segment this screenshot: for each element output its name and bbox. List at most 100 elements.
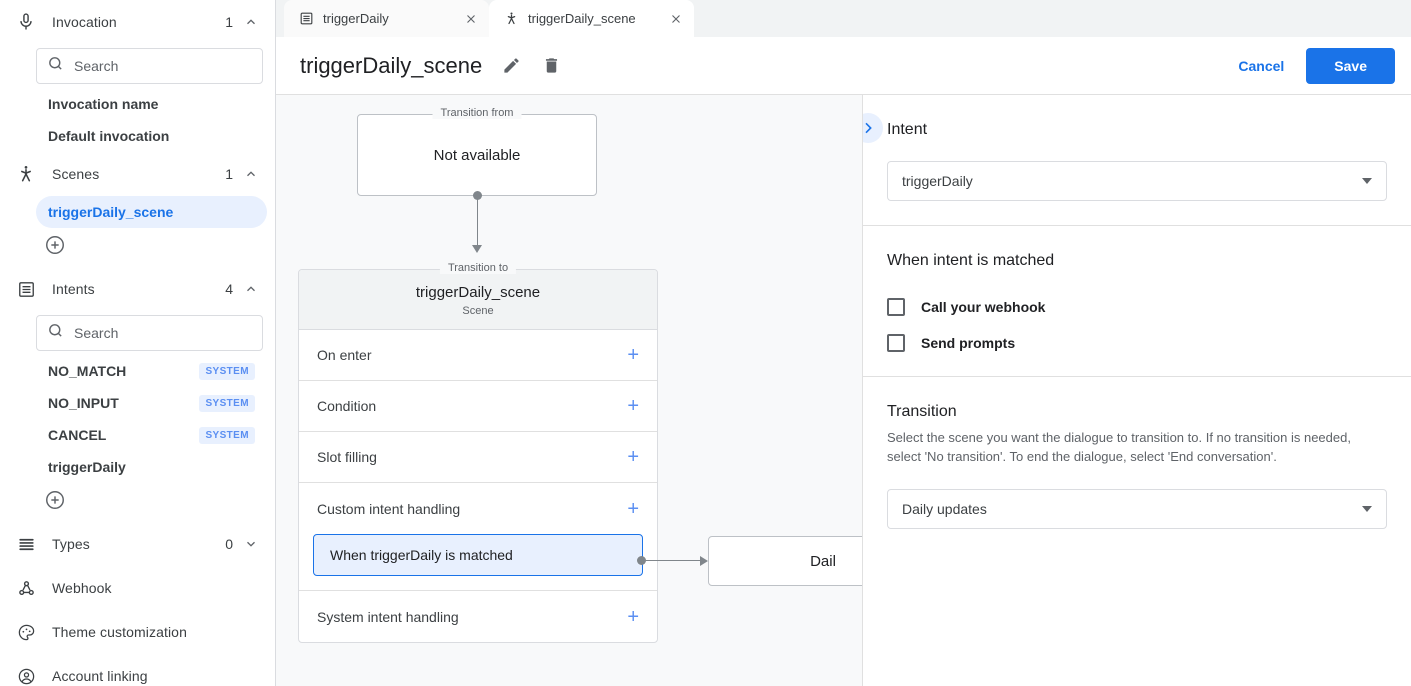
checkbox-call-your-webhook[interactable]: Call your webhook bbox=[887, 298, 1387, 316]
sidebar-group-count: 1 bbox=[225, 166, 233, 182]
page-title: triggerDaily_scene bbox=[300, 52, 483, 78]
scene-subtitle: Scene bbox=[462, 305, 494, 317]
sidebar-item-triggerdaily-scene[interactable]: triggerDaily_scene bbox=[36, 196, 267, 228]
sidebar-item-label: Webhook bbox=[52, 580, 112, 596]
scene-card-header: Transition to triggerDaily_scene Scene bbox=[299, 262, 657, 330]
transition-heading: Transition bbox=[887, 403, 957, 420]
sidebar-group-scenes[interactable]: Scenes 1 bbox=[0, 152, 275, 196]
checkbox-send-prompts[interactable]: Send prompts bbox=[887, 334, 1387, 352]
palette-icon bbox=[14, 620, 38, 644]
scene-row-condition[interactable]: Condition + bbox=[299, 381, 657, 432]
chevron-down-icon bbox=[1362, 178, 1372, 184]
add-scene-row bbox=[44, 228, 275, 267]
add-on-enter-icon[interactable]: + bbox=[627, 344, 639, 366]
connector-arrow-right bbox=[700, 556, 708, 566]
sidebar-group-label: Invocation bbox=[52, 14, 117, 30]
sidebar-item-no-input[interactable]: NO_INPUT SYSTEM bbox=[36, 387, 267, 419]
transition-description: Select the scene you want the dialogue t… bbox=[887, 430, 1351, 464]
transition-from-value: Not available bbox=[433, 146, 521, 164]
sidebar-item-account-linking[interactable]: Account linking bbox=[0, 654, 275, 686]
transition-target-value: Dail bbox=[810, 552, 836, 570]
add-scene-icon[interactable] bbox=[44, 236, 66, 260]
sidebar-item-triggerdaily[interactable]: triggerDaily bbox=[36, 451, 267, 483]
scene-person-icon bbox=[503, 11, 519, 27]
sidebar-group-types[interactable]: Types 0 bbox=[0, 522, 275, 566]
chevron-up-icon bbox=[243, 14, 259, 30]
transition-target-node[interactable]: Tr Dail bbox=[708, 536, 862, 586]
types-lines-icon bbox=[14, 532, 38, 556]
invocation-search-wrap bbox=[0, 44, 275, 88]
invocation-search-box[interactable] bbox=[36, 48, 263, 84]
trash-icon[interactable] bbox=[540, 55, 562, 77]
add-slot-filling-icon[interactable]: + bbox=[627, 446, 639, 468]
close-icon[interactable] bbox=[463, 11, 479, 27]
panel-section-when-matched: When intent is matched Call your webhook… bbox=[863, 226, 1411, 377]
intents-search-box[interactable] bbox=[36, 315, 263, 351]
scene-row-slot-filling[interactable]: Slot filling + bbox=[299, 432, 657, 483]
tab-bar: triggerDaily triggerDaily_scene bbox=[276, 0, 1411, 37]
intent-heading: Intent bbox=[887, 121, 928, 138]
checkbox-box[interactable] bbox=[887, 334, 905, 352]
connector-arrow-down bbox=[472, 245, 482, 253]
checkbox-box[interactable] bbox=[887, 298, 905, 316]
sidebar-item-cancel[interactable]: CANCEL SYSTEM bbox=[36, 419, 267, 451]
add-intent-icon[interactable] bbox=[44, 491, 66, 515]
status-badge: SYSTEM bbox=[199, 362, 255, 380]
add-custom-intent-handling-icon[interactable]: + bbox=[627, 497, 639, 520]
search-icon bbox=[47, 55, 64, 77]
sidebar-item-label: triggerDaily_scene bbox=[48, 204, 174, 220]
scene-name: triggerDaily_scene bbox=[415, 284, 541, 301]
sidebar-item-invocation-name[interactable]: Invocation name bbox=[36, 88, 267, 120]
sidebar-item-webhook[interactable]: Webhook bbox=[0, 566, 275, 610]
sidebar-group-invocation[interactable]: Invocation 1 bbox=[0, 0, 275, 44]
panel-section-intent: Intent triggerDaily bbox=[863, 95, 1411, 226]
tab-triggerdaily-scene[interactable]: triggerDaily_scene bbox=[489, 0, 694, 37]
sidebar-item-label: Theme customization bbox=[52, 624, 187, 640]
transition-select[interactable]: Daily updates bbox=[887, 488, 1387, 529]
status-badge: SYSTEM bbox=[199, 426, 255, 444]
invocation-search-input[interactable] bbox=[74, 58, 252, 74]
sidebar-group-label: Intents bbox=[52, 281, 95, 297]
add-condition-icon[interactable]: + bbox=[627, 395, 639, 417]
sidebar-item-label: Invocation name bbox=[48, 96, 159, 112]
intent-select-value: triggerDaily bbox=[902, 173, 973, 189]
intent-handler-chip[interactable]: When triggerDaily is matched bbox=[313, 534, 643, 576]
intent-handler-label: When triggerDaily is matched bbox=[330, 547, 513, 563]
add-intent-row bbox=[44, 483, 275, 522]
scene-canvas[interactable]: Transition from Not available Transition… bbox=[276, 95, 862, 686]
body-split: Transition from Not available Transition… bbox=[276, 95, 1411, 686]
intents-list-icon bbox=[14, 277, 38, 301]
sidebar-item-no-match[interactable]: NO_MATCH SYSTEM bbox=[36, 355, 267, 387]
transition-from-node[interactable]: Transition from Not available bbox=[357, 107, 597, 196]
intent-select[interactable]: triggerDaily bbox=[887, 161, 1387, 201]
close-icon[interactable] bbox=[668, 11, 684, 27]
tab-triggerdaily[interactable]: triggerDaily bbox=[284, 0, 489, 37]
scene-row-label: On enter bbox=[317, 347, 372, 363]
cancel-button[interactable]: Cancel bbox=[1226, 49, 1296, 83]
scene-row-system-intent-handling[interactable]: System intent handling + bbox=[299, 591, 657, 642]
pencil-icon[interactable] bbox=[500, 55, 522, 77]
when-matched-heading: When intent is matched bbox=[887, 252, 1055, 269]
sidebar-group-count: 4 bbox=[225, 281, 233, 297]
checkbox-label: Send prompts bbox=[921, 335, 1016, 351]
connector-line-vertical bbox=[477, 195, 478, 247]
save-button[interactable]: Save bbox=[1306, 47, 1395, 84]
sidebar-group-count: 1 bbox=[225, 14, 233, 30]
sidebar-item-default-invocation[interactable]: Default invocation bbox=[36, 120, 267, 152]
add-system-intent-handling-icon[interactable]: + bbox=[627, 605, 639, 628]
transition-from-legend: Transition from bbox=[432, 107, 522, 119]
webhook-icon bbox=[14, 576, 38, 600]
tab-label: triggerDaily bbox=[323, 11, 389, 26]
sidebar-group-intents[interactable]: Intents 4 bbox=[0, 267, 275, 311]
intents-search-input[interactable] bbox=[74, 325, 252, 341]
scene-row-label: Slot filling bbox=[317, 449, 377, 465]
panel-section-transition: Transition Select the scene you want the… bbox=[863, 377, 1411, 553]
scene-row-custom-intent-handling[interactable]: Custom intent handling + bbox=[299, 483, 657, 534]
scene-section-custom-intent-handling: Custom intent handling + When triggerDai… bbox=[299, 483, 657, 591]
chevron-right-icon[interactable] bbox=[863, 113, 883, 143]
left-sidebar: Invocation 1 Invocation name Default inv… bbox=[0, 0, 276, 686]
scene-row-on-enter[interactable]: On enter + bbox=[299, 330, 657, 381]
sidebar-item-theme-customization[interactable]: Theme customization bbox=[0, 610, 275, 654]
chevron-down-icon bbox=[243, 536, 259, 552]
